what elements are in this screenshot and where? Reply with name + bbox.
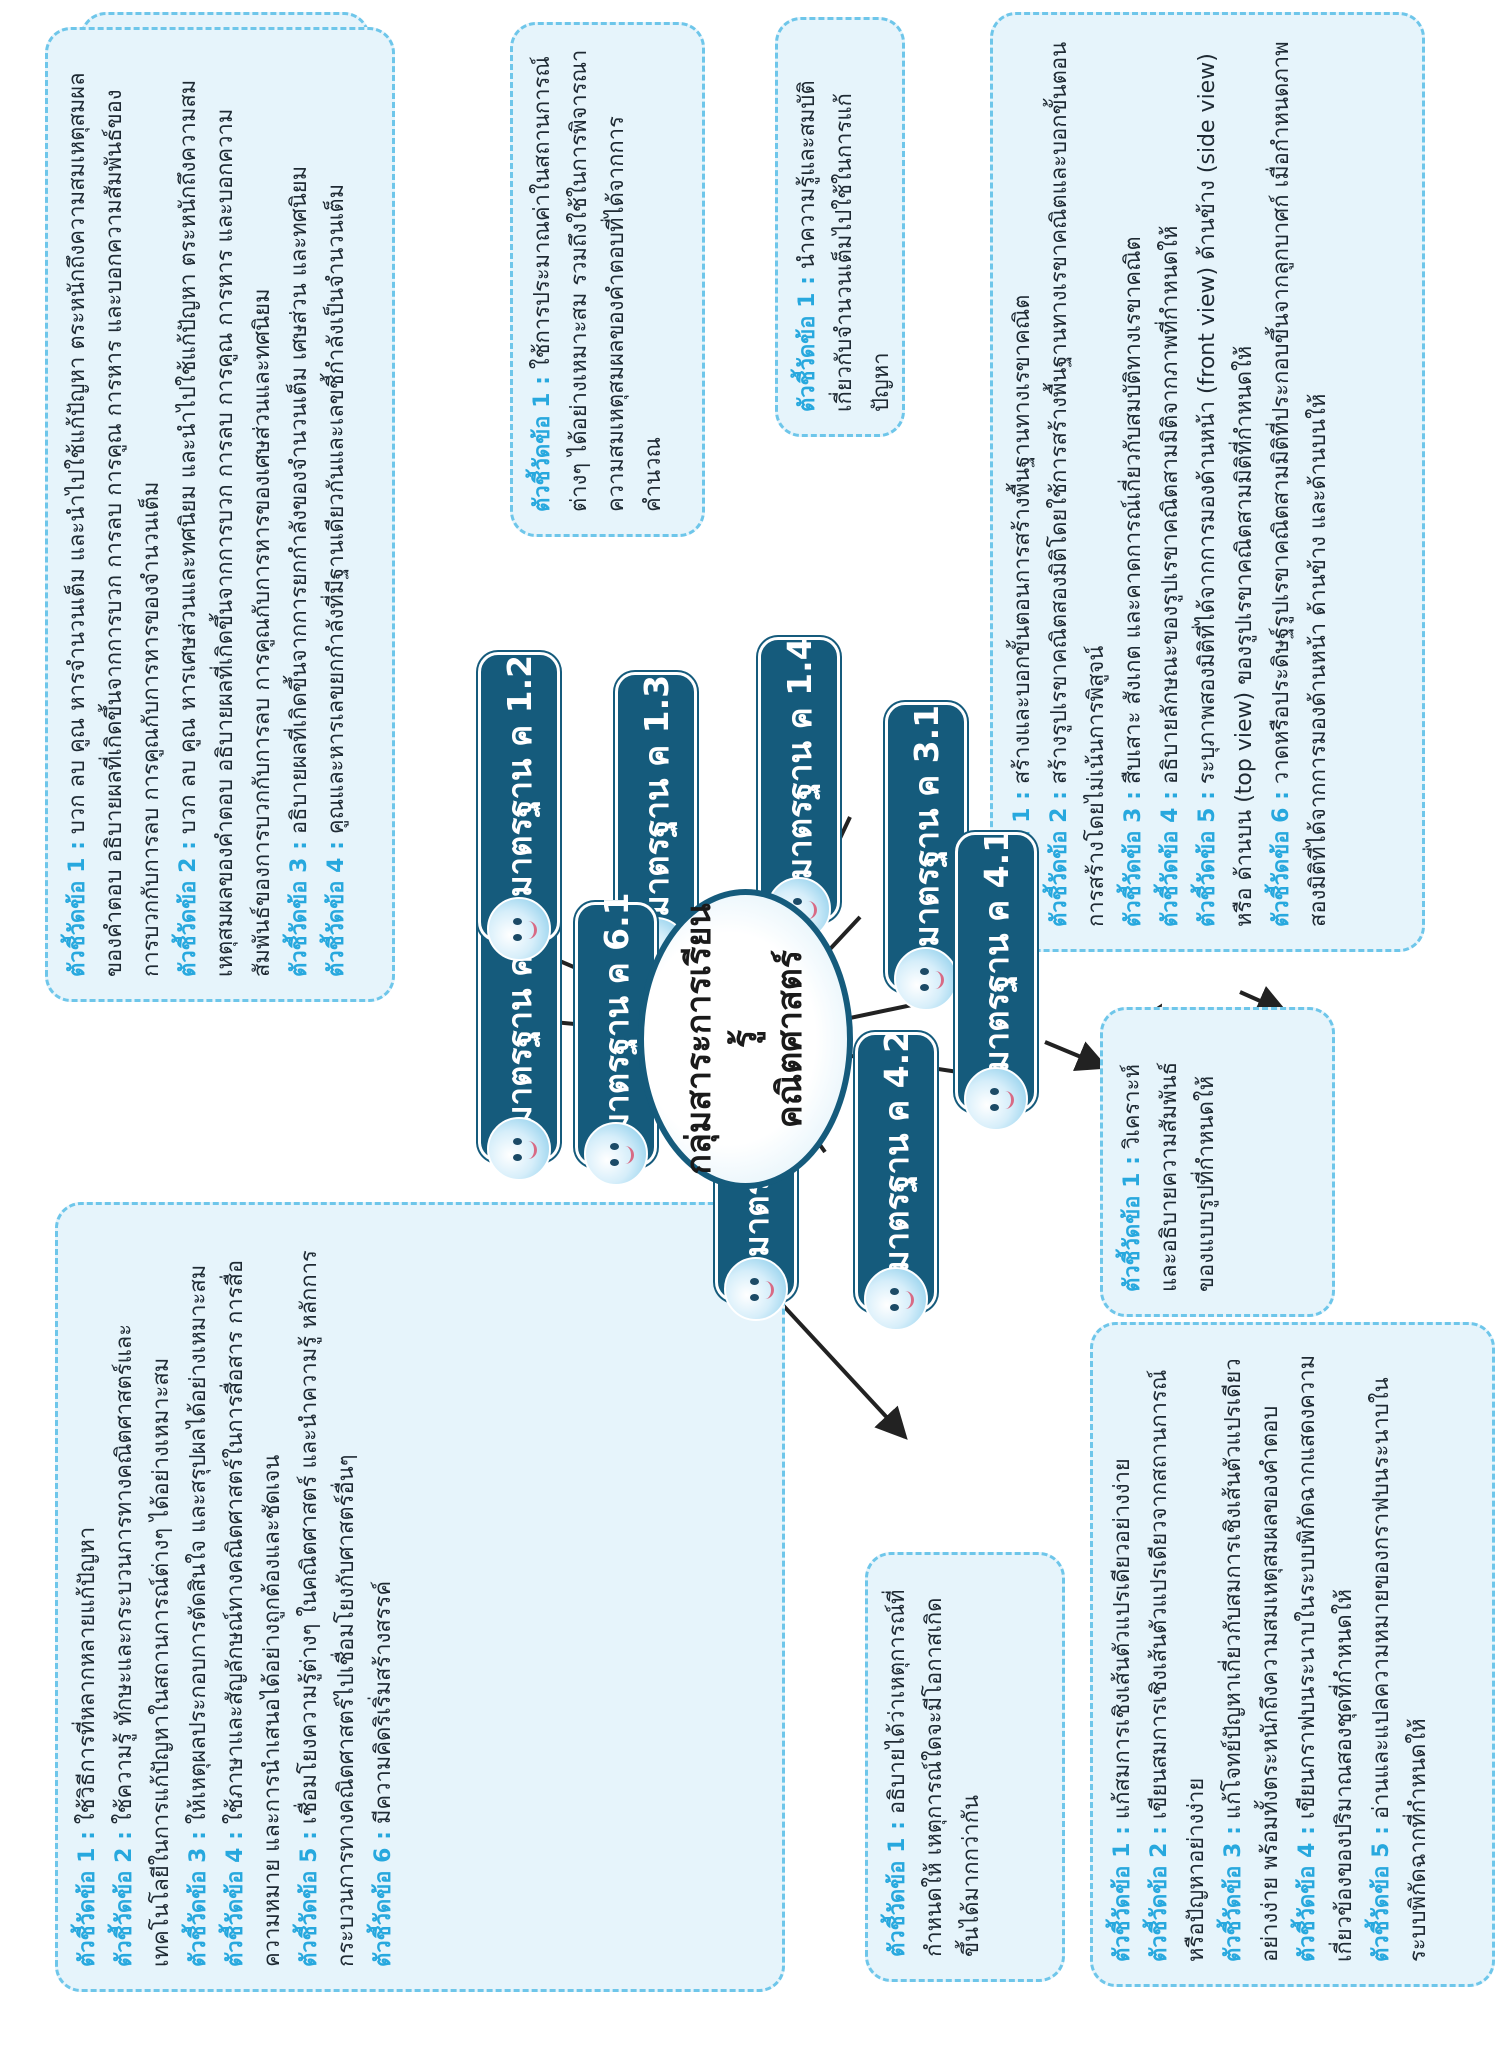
indicator-label: ตัวชี้วัดข้อ 4 : xyxy=(1157,791,1183,927)
indicator-label: ตัวชี้วัดข้อ 4 : xyxy=(222,1831,248,1967)
standard-4-2-node: มาตรฐาน ค 4.2 xyxy=(855,1030,937,1331)
indicator-item: ตัวชี้วัดข้อ 3 : อธิบายผลที่เกิดขึ้นจากก… xyxy=(282,52,319,977)
indicator-text: อธิบายลักษณะของรูปเรขาคณิตสามมิติจากภาพท… xyxy=(1157,225,1183,792)
indicator-item: ตัวชี้วัดข้อ 6 : วาดหรือประดิษฐ์รูปเรขาค… xyxy=(1264,37,1338,927)
indicator-item: ตัวชี้วัดข้อ 1 : แก้สมการเชิงเส้นตัวแปรเ… xyxy=(1105,1347,1142,1962)
indicator-item: ตัวชี้วัดข้อ 2 : สร้างรูปเรขาคณิตสองมิติ… xyxy=(1042,37,1116,927)
box-standard-6-1: ตัวชี้วัดข้อ 1 : ใช้วิธีการที่หลากหลายแก… xyxy=(55,1202,785,1992)
indicator-item: ตัวชี้วัดข้อ 4 : ใช้ภาษาและสัญลักษณ์ทางค… xyxy=(218,1227,292,1967)
mascot-icon xyxy=(487,1117,551,1181)
box-standard-3-1: ตัวชี้วัดข้อ 1 : สร้างและบอกขั้นตอนการสร… xyxy=(990,12,1425,952)
box-standard-1-4: ตัวชี้วัดข้อ 1 : นำความรู้และสมบัติเกี่ย… xyxy=(775,17,905,437)
indicator-item: ตัวชี้วัดข้อ 1 : บวก ลบ คูณ หารจำนวนเต็ม… xyxy=(60,52,171,977)
mascot-icon xyxy=(964,1067,1028,1131)
indicator-item: ตัวชี้วัดข้อ 2 : ใช้ความรู้ ทักษะและกระบ… xyxy=(107,1227,181,1967)
indicator-item: ตัวชี้วัดข้อ 4 : คูณและหารเลขยกกำลังที่ม… xyxy=(319,52,356,977)
indicator-text: มีความคิดริเริ่มสร้างสรรค์ xyxy=(370,1580,396,1832)
mascot-icon xyxy=(864,1267,928,1331)
standard-1-2-node: มาตรฐาน ค 1.2 xyxy=(478,652,560,961)
box-standard-4-2: ตัวชี้วัดข้อ 1 : แก้สมการเชิงเส้นตัวแปรเ… xyxy=(1090,1322,1495,1987)
indicator-label: ตัวชี้วัดข้อ 2 : xyxy=(1146,1826,1172,1962)
indicator-label: ตัวชี้วัดข้อ 4 : xyxy=(323,841,349,977)
indicator-label: ตัวชี้วัดข้อ 1 : xyxy=(65,841,90,977)
standard-4-1-node: มาตรฐาน ค 4.1 xyxy=(955,830,1037,1131)
indicator-text: ให้เหตุผลประกอบการตัดสินใจ และสรุปผลได้อ… xyxy=(185,1264,211,1832)
indicator-label: ตัวชี้วัดข้อ 3 : xyxy=(286,841,312,977)
indicator-item: ตัวชี้วัดข้อ 6 : มีความคิดริเริ่มสร้างสร… xyxy=(366,1227,403,1967)
mascot-icon xyxy=(724,1257,788,1321)
indicator-label: ตัวชี้วัดข้อ 3 : xyxy=(1120,791,1146,927)
indicator-text: คูณและหารเลขยกกำลังที่มีฐานเดียวกันและเล… xyxy=(323,183,349,842)
indicator-item: ตัวชี้วัดข้อ 1 : นำความรู้และสมบัติเกี่ย… xyxy=(790,42,901,412)
indicator-label: ตัวชี้วัดข้อ 3 : xyxy=(1220,1826,1246,1962)
indicator-label: ตัวชี้วัดข้อ 4 : xyxy=(1294,1826,1320,1962)
indicator-item: ตัวชี้วัดข้อ 1 : อธิบายได้ว่าเหตุการณ์ที… xyxy=(880,1577,991,1957)
indicator-text: แก้สมการเชิงเส้นตัวแปรเดียวอย่างง่าย xyxy=(1110,1458,1135,1827)
indicator-label: ตัวชี้วัดข้อ 1 : xyxy=(885,1821,910,1957)
indicator-item: ตัวชี้วัดข้อ 5 : อ่านและแปลความหมายของกร… xyxy=(1364,1347,1438,1962)
indicator-label: ตัวชี้วัดข้อ 3 : xyxy=(185,1831,211,1967)
center-title-line1: กลุ่มสาระการเรียนรู้ xyxy=(678,903,765,1175)
indicator-item: ตัวชี้วัดข้อ 1 : วิเคราะห์ และอธิบายความ… xyxy=(1115,1032,1226,1292)
mascot-icon xyxy=(584,1122,648,1186)
indicator-item: ตัวชี้วัดข้อ 1 : ใช้การประมาณค่าในสถานกา… xyxy=(525,47,673,512)
box-standard-4-1: ตัวชี้วัดข้อ 1 : วิเคราะห์ และอธิบายความ… xyxy=(1100,1007,1335,1317)
indicator-label: ตัวชี้วัดข้อ 1 : xyxy=(1110,1826,1135,1962)
indicator-label: ตัวชี้วัดข้อ 2 : xyxy=(1046,791,1072,927)
indicator-text: อธิบายผลที่เกิดขึ้นจากการยกกำลังของจำนวน… xyxy=(286,165,312,842)
indicator-text: สืบเสาะ สังเกต และคาดการณ์เกี่ยวกับสมบัต… xyxy=(1120,236,1146,792)
indicator-label: ตัวชี้วัดข้อ 1 : xyxy=(1120,1156,1145,1292)
indicator-label: ตัวชี้วัดข้อ 2 : xyxy=(111,1831,137,1967)
indicator-item: ตัวชี้วัดข้อ 2 : เขียนสมการเชิงเส้นตัวแป… xyxy=(1142,1347,1216,1962)
indicator-label: ตัวชี้วัดข้อ 1 : xyxy=(795,276,820,412)
center-node: กลุ่มสาระการเรียนรู้ คณิตศาสตร์ xyxy=(638,889,853,1189)
box-standard-1-3: ตัวชี้วัดข้อ 1 : ใช้การประมาณค่าในสถานกา… xyxy=(510,22,705,537)
indicator-item: ตัวชี้วัดข้อ 2 : บวก ลบ คูณ หารเศษส่วนแล… xyxy=(171,52,282,977)
indicator-label: ตัวชี้วัดข้อ 1 : xyxy=(530,376,555,512)
center-title-line2: คณิตศาสตร์ xyxy=(770,949,811,1129)
standard-1-4-node: มาตรฐาน ค 1.4 xyxy=(758,637,840,941)
indicator-label: ตัวชี้วัดข้อ 6 : xyxy=(370,1831,396,1967)
indicator-label: ตัวชี้วัดข้อ 5 : xyxy=(1194,791,1220,927)
indicator-label: ตัวชี้วัดข้อ 5 : xyxy=(1368,1826,1394,1962)
indicator-text: สร้างและบอกขั้นตอนการสร้างพื้นฐานทางเรขา… xyxy=(1010,294,1035,792)
indicator-label: ตัวชี้วัดข้อ 2 : xyxy=(175,841,201,977)
indicator-item: ตัวชี้วัดข้อ 4 : อธิบายลักษณะของรูปเรขาค… xyxy=(1153,37,1190,927)
indicator-item: ตัวชี้วัดข้อ 3 : แก้โจทย์ปัญหาเกี่ยวกับส… xyxy=(1216,1347,1290,1962)
mascot-icon xyxy=(894,947,958,1011)
mascot-icon xyxy=(487,897,551,961)
indicator-item: ตัวชี้วัดข้อ 1 : ใช้วิธีการที่หลากหลายแก… xyxy=(70,1227,107,1967)
indicator-item: ตัวชี้วัดข้อ 5 : เชื่อมโยงความรู้ต่างๆ ใ… xyxy=(292,1227,366,1967)
indicator-item: ตัวชี้วัดข้อ 1 : สร้างและบอกขั้นตอนการสร… xyxy=(1005,37,1042,927)
indicator-item: ตัวชี้วัดข้อ 3 : ให้เหตุผลประกอบการตัดสิ… xyxy=(181,1227,218,1967)
box-standard-1-2: ตัวชี้วัดข้อ 1 : บวก ลบ คูณ หารจำนวนเต็ม… xyxy=(45,27,395,1002)
indicator-item: ตัวชี้วัดข้อ 5 : ระบุภาพสองมิติที่ได้จาก… xyxy=(1190,37,1264,927)
indicator-text: ใช้วิธีการที่หลากหลายแก้ปัญหา xyxy=(75,1526,100,1832)
indicator-label: ตัวชี้วัดข้อ 6 : xyxy=(1268,791,1294,927)
indicator-label: ตัวชี้วัดข้อ 1 : xyxy=(75,1831,100,1967)
indicator-item: ตัวชี้วัดข้อ 4 : เขียนกราฟบนระนาบในระบบพ… xyxy=(1290,1347,1364,1962)
indicator-item: ตัวชี้วัดข้อ 3 : สืบเสาะ สังเกต และคาดกา… xyxy=(1116,37,1153,927)
box-standard-5-2: ตัวชี้วัดข้อ 1 : อธิบายได้ว่าเหตุการณ์ที… xyxy=(865,1552,1065,1982)
indicator-label: ตัวชี้วัดข้อ 5 : xyxy=(296,1831,322,1967)
